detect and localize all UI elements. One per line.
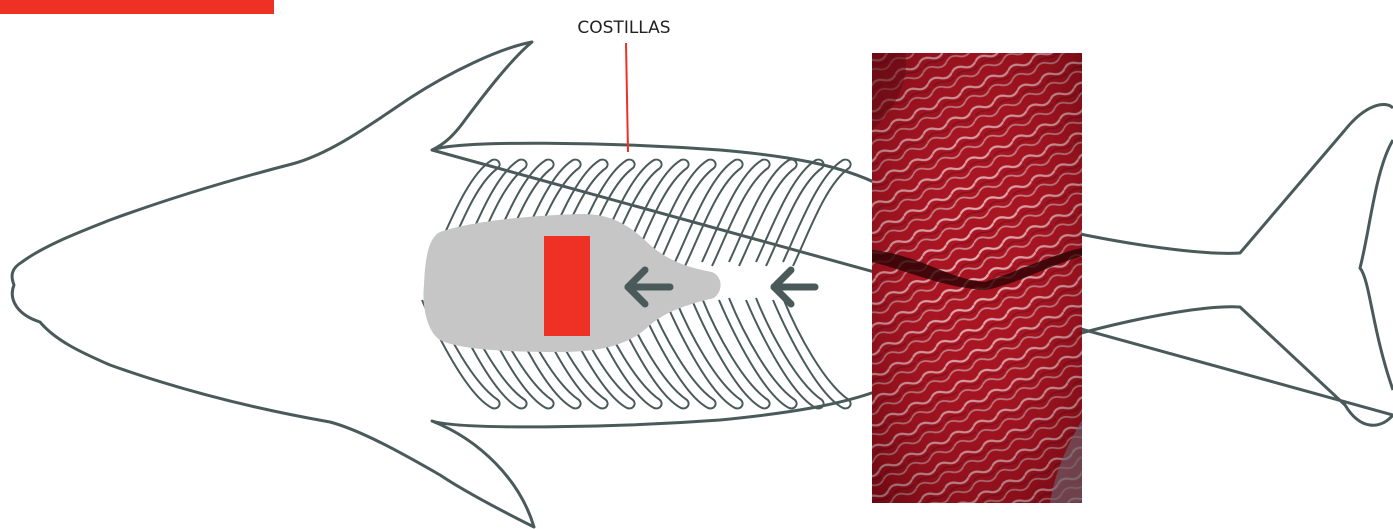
- ribs-label: COSTILLAS: [577, 18, 670, 38]
- tissue-photo: [872, 53, 1082, 503]
- rib-upper: [729, 160, 797, 266]
- ribs-leader-line: [626, 43, 628, 152]
- rib-upper: [675, 160, 743, 266]
- rib-upper: [702, 160, 770, 266]
- arrow-left-icon: [774, 270, 815, 304]
- stomach-highlight: [544, 236, 590, 336]
- tail-notch: [1360, 140, 1393, 390]
- red-tab: [0, 0, 274, 14]
